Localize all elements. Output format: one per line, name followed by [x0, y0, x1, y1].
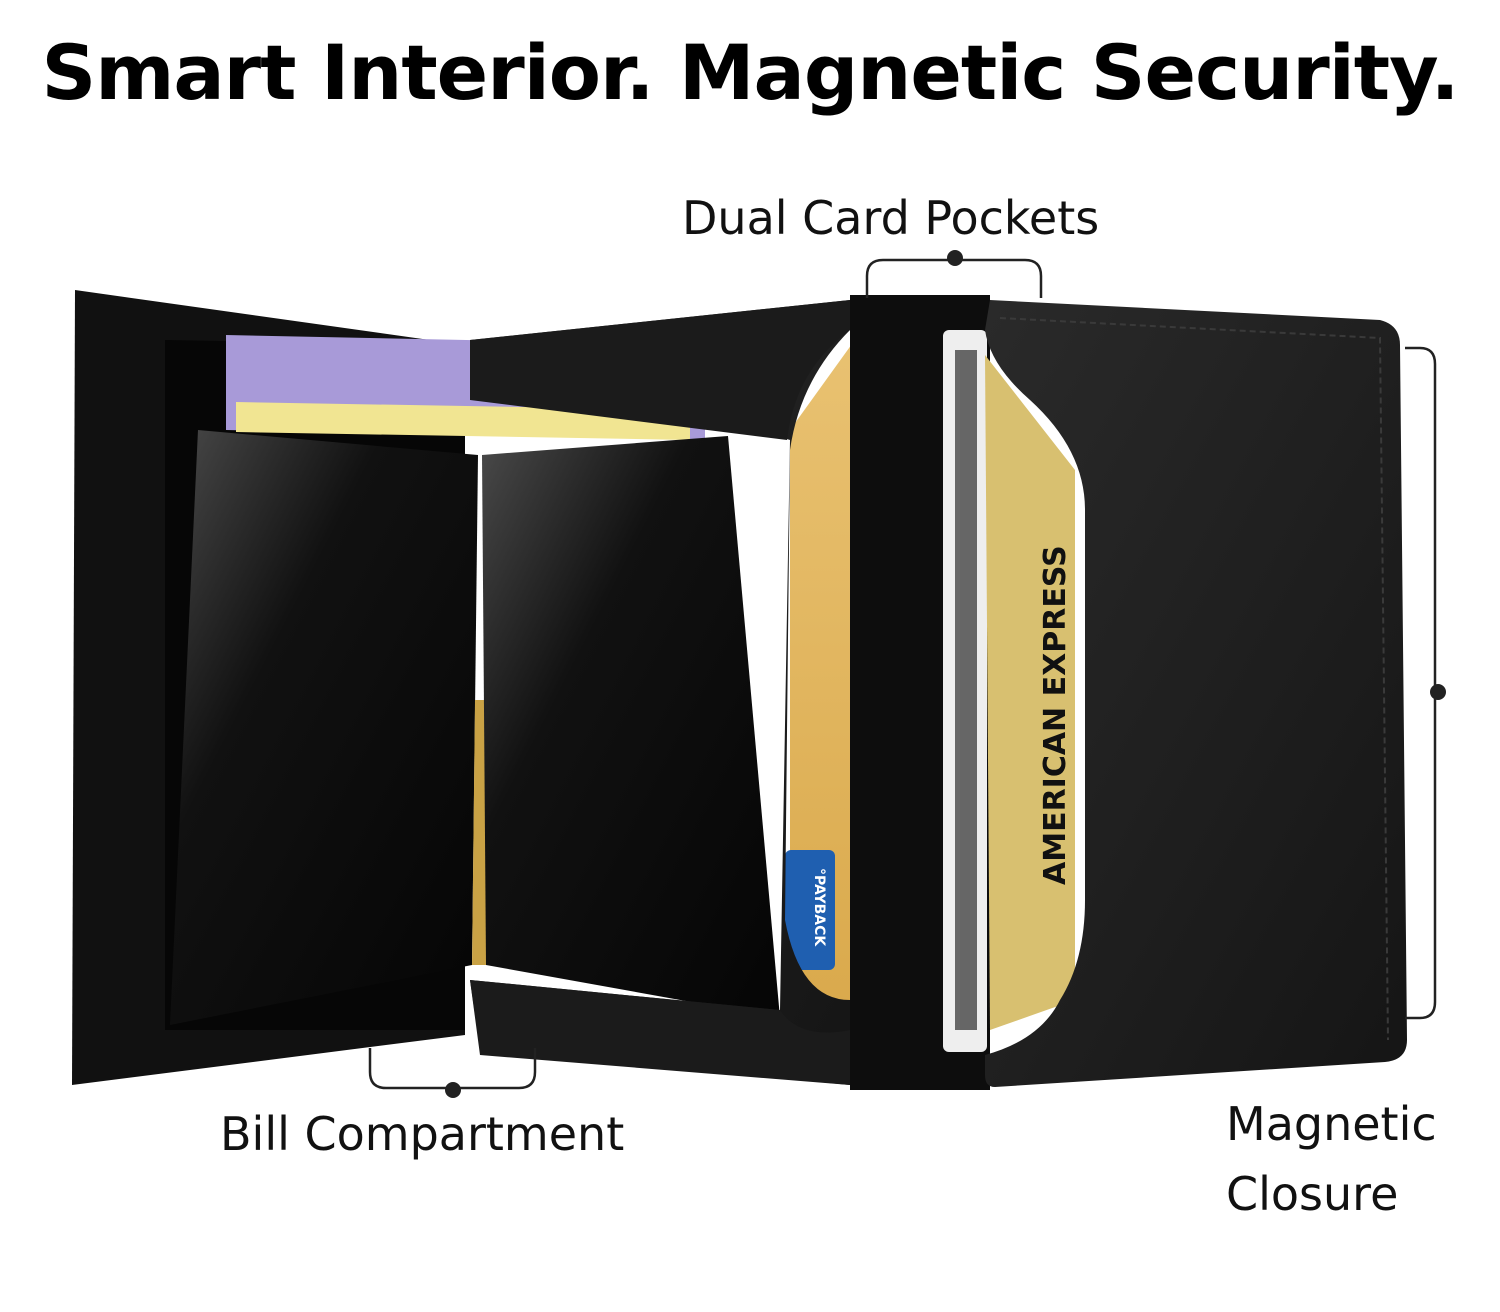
payback-badge — [785, 850, 835, 970]
card-pattern — [955, 350, 977, 1030]
amex-card — [985, 355, 1075, 1030]
dual-card-pockets-label: Dual Card Pockets — [682, 191, 1100, 245]
magnetic-closure-dot — [1430, 684, 1446, 700]
bill-compartment-dot — [445, 1082, 461, 1098]
magnetic-closure-label-line2: Closure — [1226, 1167, 1399, 1221]
amex-text: AMERICAN EXPRESS — [1038, 545, 1073, 885]
middle-pocket-frame — [470, 300, 850, 440]
magnetic-closure-label-line1: Magnetic — [1226, 1097, 1437, 1151]
card-sleeve-left — [170, 430, 478, 1025]
headline: Smart Interior. Magnetic Security. — [41, 28, 1459, 117]
card-sleeve-right — [482, 436, 780, 1018]
stitching — [999, 317, 1389, 1041]
magnetic-closure-bracket — [1405, 346, 1437, 1020]
right-flap — [985, 300, 1407, 1087]
payback-text: °PAYBACK — [811, 868, 827, 947]
middle-pocket-bottom — [470, 980, 850, 1085]
dual-card-pockets-dot — [947, 250, 963, 266]
bill-compartment-label: Bill Compartment — [220, 1107, 625, 1161]
